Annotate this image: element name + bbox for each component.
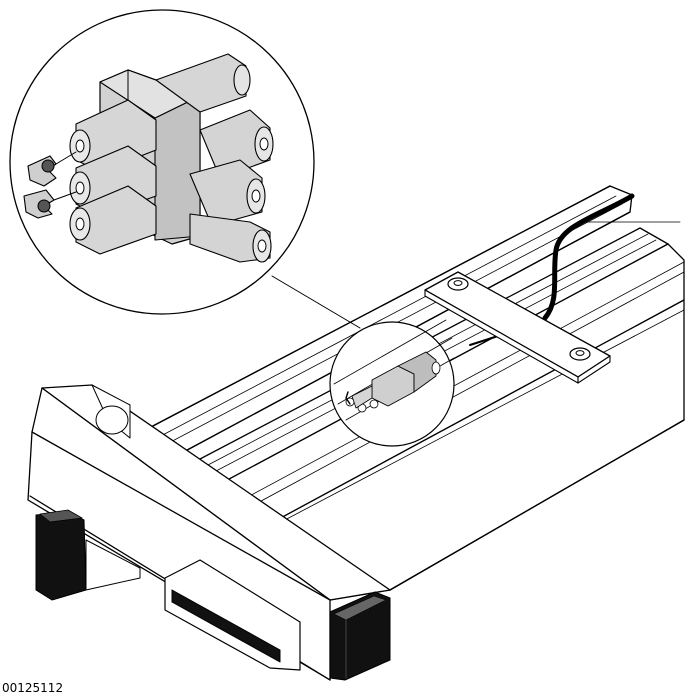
mounting-plate xyxy=(424,271,611,384)
latch-clip-icon xyxy=(23,151,77,219)
plug-right-bottom xyxy=(189,213,272,263)
foot-plate xyxy=(164,559,301,671)
detail-circle-small xyxy=(329,319,455,447)
plug-right-middle xyxy=(189,159,266,227)
plug-right-top xyxy=(199,109,274,179)
end-cap-left xyxy=(35,509,141,601)
detail-leader-line xyxy=(271,275,361,329)
cable xyxy=(542,193,635,321)
detail-circle-large xyxy=(9,9,315,315)
plug-left-bottom xyxy=(69,185,157,255)
end-cap-right xyxy=(329,591,391,681)
drawing-number: 00125112 xyxy=(2,681,64,695)
